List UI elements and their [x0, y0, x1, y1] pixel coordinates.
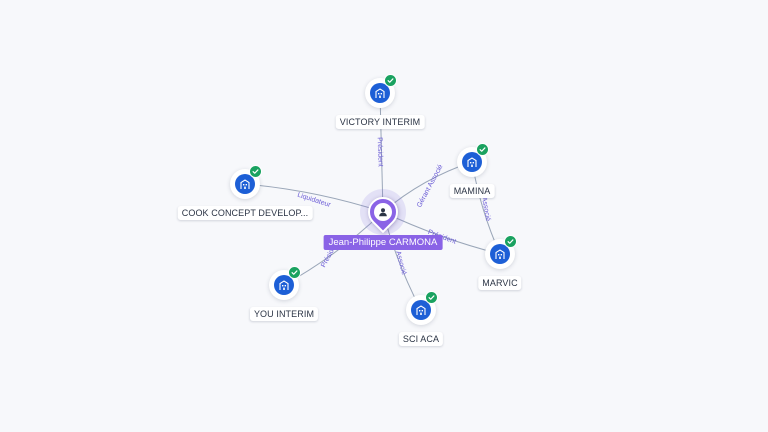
verified-check-icon [288, 266, 301, 279]
company-name-label[interactable]: MAMINA [449, 184, 495, 198]
company-node-circle [269, 266, 301, 300]
building-icon [235, 174, 255, 194]
relation-label-marvic: Associé [480, 196, 491, 221]
company-node-circle [485, 235, 517, 269]
company-node-circle [457, 143, 489, 177]
company-name-label[interactable]: COOK CONCEPT DEVELOP... [177, 206, 313, 220]
relation-label-victory: Président [376, 137, 384, 167]
relation-label-mamina: Gérant Associé [416, 163, 445, 208]
person-name-label[interactable]: Jean-Philippe CARMONA [323, 235, 443, 250]
verified-check-icon [384, 74, 397, 87]
building-icon [370, 83, 390, 103]
company-name-label[interactable]: YOU INTERIM [249, 307, 319, 321]
building-icon [490, 244, 510, 264]
company-name-label[interactable]: SCI ACA [398, 332, 444, 346]
relation-label-sciaca: Associé [394, 250, 407, 276]
building-icon [274, 275, 294, 295]
company-name-label[interactable]: MARVIC [478, 276, 522, 290]
company-node-circle [365, 74, 397, 108]
building-icon [462, 152, 482, 172]
company-node-circle [230, 165, 262, 199]
building-icon [411, 300, 431, 320]
verified-check-icon [476, 143, 489, 156]
person-icon [374, 203, 392, 221]
company-name-label[interactable]: VICTORY INTERIM [335, 115, 425, 129]
verified-check-icon [425, 291, 438, 304]
verified-check-icon [249, 165, 262, 178]
verified-check-icon [504, 235, 517, 248]
company-node-circle [406, 291, 438, 325]
